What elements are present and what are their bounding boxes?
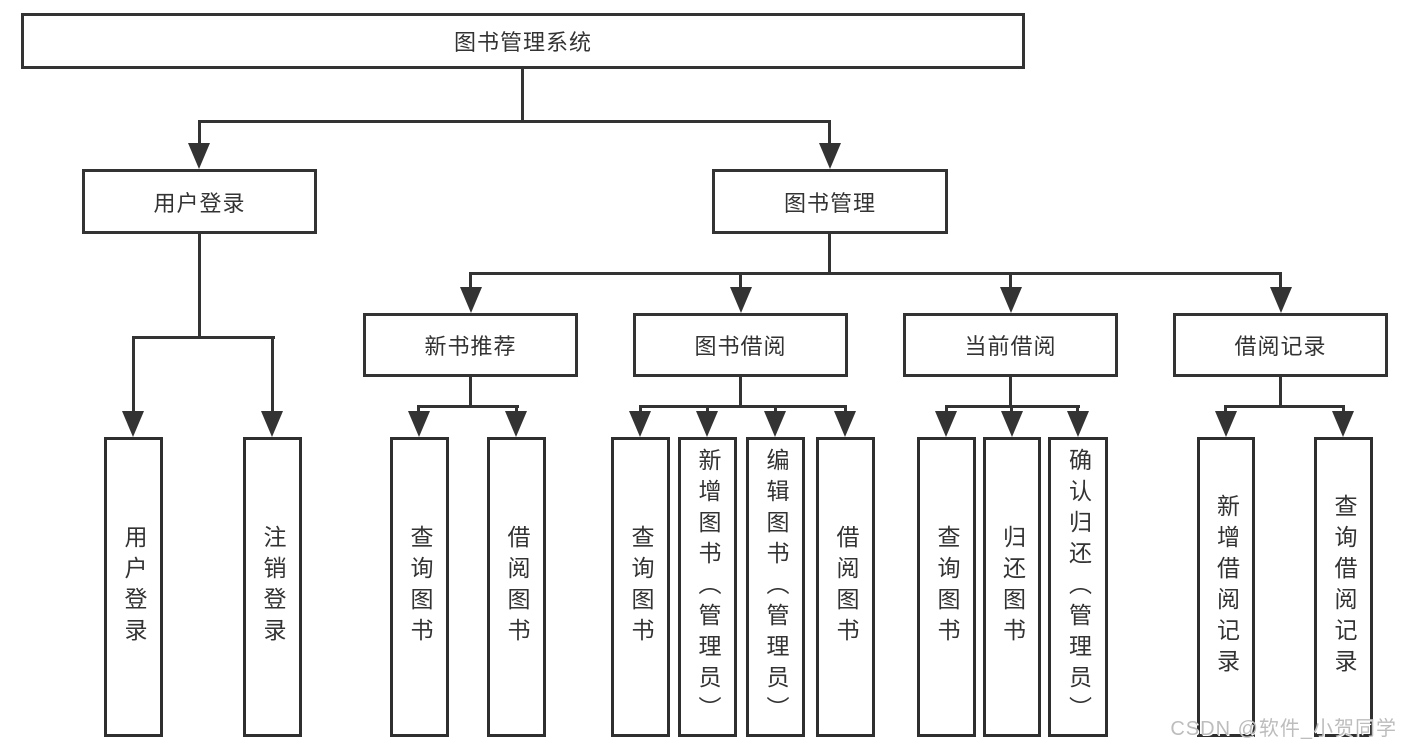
connector-userlogin-stem (198, 234, 201, 339)
node-borrow-records-label: 借阅记录 (1234, 334, 1327, 359)
node-new-book-recommend-label: 新书推荐 (424, 334, 517, 359)
connector-borrow-drop-4 (844, 405, 847, 415)
connector-current-stem (1009, 377, 1012, 408)
leaf-user-login: 用户登录 (104, 437, 163, 737)
connector-borrow-stem (739, 377, 742, 408)
connector-records-drop-1 (1224, 405, 1227, 415)
connector-userlogin-drop-2 (271, 336, 274, 413)
arrow-to-user-login (188, 143, 210, 169)
arrow-to-book-management (819, 143, 841, 169)
node-current-borrowing: 当前借阅 (903, 313, 1118, 377)
node-book-borrowing-label: 图书借阅 (694, 334, 787, 359)
arrow-to-book-borrowing (730, 287, 752, 313)
node-book-borrowing: 图书借阅 (633, 313, 848, 377)
watermark: CSDN @软件_小贺同学 (1170, 718, 1397, 740)
node-user-login: 用户登录 (82, 169, 317, 234)
connector-records-drop-2 (1342, 405, 1345, 415)
arrow-to-leaf-user-login (122, 411, 144, 437)
arrow-to-leaf-borrow-books-1 (505, 411, 527, 437)
connector-records-stem (1279, 377, 1282, 408)
connector-current-drop-1 (945, 405, 948, 415)
node-current-borrowing-label: 当前借阅 (964, 334, 1057, 359)
connector-root-bar (198, 120, 831, 123)
arrow-to-leaf-logout (261, 411, 283, 437)
connector-userlogin-bar (132, 336, 275, 339)
arrow-to-leaf-return-books (1001, 411, 1023, 437)
leaf-confirm-return-admin: 确认归还（管理员） (1048, 437, 1108, 737)
arrow-to-leaf-query-books-1 (408, 411, 430, 437)
leaf-query-books-3-label: 查询图书 (934, 525, 960, 649)
arrow-to-borrow-records (1270, 287, 1292, 313)
node-book-management: 图书管理 (712, 169, 948, 234)
connector-rec-drop-1 (417, 405, 420, 415)
leaf-query-books-1: 查询图书 (390, 437, 449, 737)
node-root: 图书管理系统 (21, 13, 1025, 69)
leaf-borrow-books-2-label: 借阅图书 (833, 525, 859, 649)
arrow-to-new-book-recommend (460, 287, 482, 313)
leaf-query-books-2: 查询图书 (611, 437, 670, 737)
leaf-query-books-3: 查询图书 (917, 437, 976, 737)
connector-borrow-drop-2 (706, 405, 709, 415)
node-borrow-records: 借阅记录 (1173, 313, 1388, 377)
connector-borrow-drop-3 (774, 405, 777, 415)
leaf-confirm-return-admin-label: 确认归还（管理员） (1065, 447, 1092, 727)
connector-borrow-drop-1 (639, 405, 642, 415)
leaf-return-books: 归还图书 (983, 437, 1041, 737)
connector-bookmgmt-drop-2 (739, 272, 742, 289)
arrow-to-leaf-add-borrow-record (1215, 411, 1237, 437)
leaf-add-borrow-record: 新增借阅记录 (1197, 437, 1255, 737)
node-book-management-label: 图书管理 (783, 190, 876, 216)
connector-rec-stem (469, 377, 472, 408)
connector-root-drop-right (828, 120, 831, 145)
connector-root-drop-left (198, 120, 201, 145)
arrow-to-leaf-borrow-books-2 (834, 411, 856, 437)
connector-bookmgmt-drop-3 (1009, 272, 1012, 289)
connector-bookmgmt-bar (469, 272, 1282, 275)
arrow-to-leaf-add-book-admin (696, 411, 718, 437)
connector-records-bar (1224, 405, 1345, 408)
leaf-edit-book-admin-label: 编辑图书（管理员） (763, 447, 789, 727)
leaf-query-borrow-record: 查询借阅记录 (1314, 437, 1373, 737)
connector-rec-drop-2 (515, 405, 518, 415)
leaf-query-borrow-record-label: 查询借阅记录 (1331, 494, 1357, 680)
connector-bookmgmt-drop-1 (469, 272, 472, 289)
leaf-query-books-2-label: 查询图书 (628, 525, 654, 649)
connector-current-drop-2 (1010, 405, 1013, 415)
arrow-to-leaf-query-borrow-record (1332, 411, 1354, 437)
leaf-borrow-books-1-label: 借阅图书 (504, 525, 530, 649)
leaf-add-book-admin-label: 新增图书（管理员） (695, 447, 721, 727)
leaf-logout: 注销登录 (243, 437, 302, 737)
arrow-to-leaf-query-books-3 (935, 411, 957, 437)
connector-bookmgmt-stem (828, 234, 831, 275)
arrow-to-leaf-confirm-return (1067, 411, 1089, 437)
leaf-edit-book-admin: 编辑图书（管理员） (746, 437, 805, 737)
leaf-borrow-books-1: 借阅图书 (487, 437, 546, 737)
leaf-add-book-admin: 新增图书（管理员） (678, 437, 737, 737)
connector-borrow-bar (639, 405, 847, 408)
leaf-return-books-label: 归还图书 (999, 525, 1026, 649)
arrow-to-leaf-query-books-2 (629, 411, 651, 437)
connector-current-drop-3 (1076, 405, 1079, 415)
leaf-borrow-books-2: 借阅图书 (816, 437, 875, 737)
leaf-user-login-label: 用户登录 (121, 525, 147, 649)
leaf-query-books-1-label: 查询图书 (407, 525, 433, 649)
connector-root-stem (521, 69, 524, 123)
arrow-to-current-borrowing (1000, 287, 1022, 313)
leaf-add-borrow-record-label: 新增借阅记录 (1213, 494, 1240, 680)
connector-bookmgmt-drop-4 (1279, 272, 1282, 289)
leaf-logout-label: 注销登录 (260, 525, 286, 649)
node-new-book-recommend: 新书推荐 (363, 313, 578, 377)
arrow-to-leaf-edit-book-admin (764, 411, 786, 437)
connector-rec-bar (417, 405, 519, 408)
connector-userlogin-drop-1 (132, 336, 135, 413)
node-user-login-label: 用户登录 (153, 190, 246, 216)
node-root-label: 图书管理系统 (453, 30, 592, 55)
